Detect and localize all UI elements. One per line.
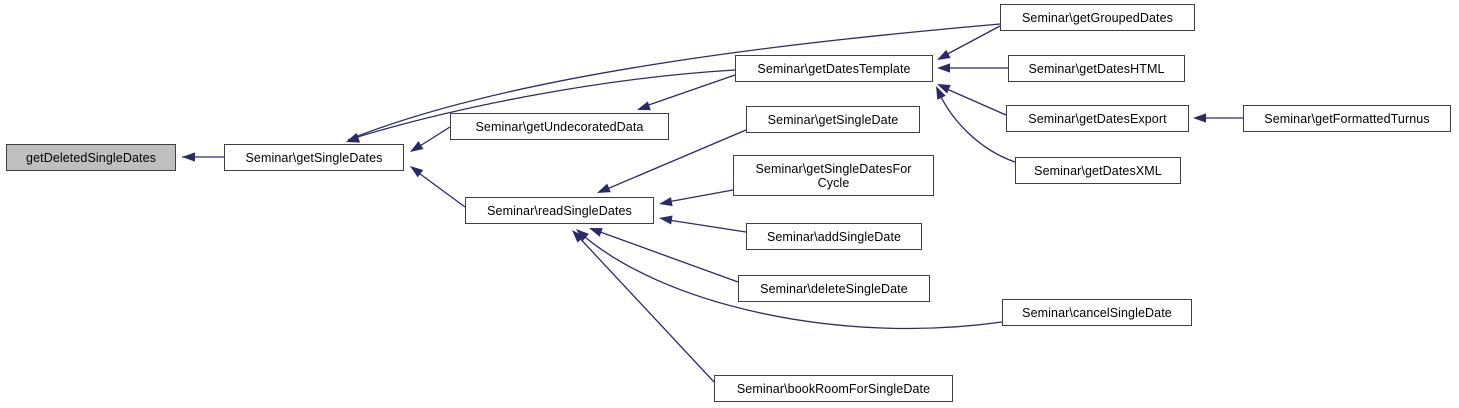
arrowhead-getFormattedTurnus-to-getDatesExport — [1193, 113, 1206, 123]
node-getUndecoratedData[interactable]: Seminar\getUndecoratedData — [450, 113, 669, 140]
node-label-readSingleDates: Seminar\readSingleDates — [487, 203, 632, 218]
node-getSingleDates[interactable]: Seminar\getSingleDates — [224, 144, 404, 171]
node-bookRoomForSingleDate[interactable]: Seminar\bookRoomForSingleDate — [714, 375, 953, 402]
node-label-getGroupedDates: Seminar\getGroupedDates — [1022, 10, 1173, 25]
node-label-getSingleDatesForCycle: Seminar\getSingleDatesFor Cycle — [755, 161, 912, 190]
arrowhead-getGroupedDates-to-getSingleDates — [346, 132, 360, 142]
node-cancelSingleDate[interactable]: Seminar\cancelSingleDate — [1002, 299, 1192, 326]
node-label-getSingleDates: Seminar\getSingleDates — [245, 150, 383, 165]
arrowhead-getDatesTemplate-to-getUndecoratedData — [637, 101, 651, 111]
node-deleteSingleDate[interactable]: Seminar\deleteSingleDate — [738, 275, 930, 302]
node-label-cancelSingleDate: Seminar\cancelSingleDate — [1022, 305, 1172, 320]
node-getDatesTemplate[interactable]: Seminar\getDatesTemplate — [735, 55, 933, 82]
edge-getUndecoratedData-to-getSingleDates — [411, 126, 451, 152]
node-label-getFormattedTurnus: Seminar\getFormattedTurnus — [1264, 111, 1430, 126]
arrowhead-addSingleDate-to-readSingleDates — [659, 215, 673, 225]
node-label-getSingleDate: Seminar\getSingleDate — [767, 112, 899, 127]
node-getDatesHTML[interactable]: Seminar\getDatesHTML — [1008, 55, 1185, 82]
edge-getDatesTemplate-to-getUndecoratedData — [639, 74, 736, 109]
node-getDatesXML[interactable]: Seminar\getDatesXML — [1015, 157, 1181, 184]
node-label-getDatesExport: Seminar\getDatesExport — [1028, 111, 1167, 126]
arrowhead-getDatesXML-to-getDatesTemplate — [936, 86, 946, 100]
node-getDatesExport[interactable]: Seminar\getDatesExport — [1006, 105, 1189, 132]
node-getDeletedSingleDates[interactable]: getDeletedSingleDates — [6, 144, 176, 171]
edge-deleteSingleDate-to-readSingleDates — [591, 228, 739, 283]
node-addSingleDate[interactable]: Seminar\addSingleDate — [746, 223, 922, 250]
arrowhead-getUndecoratedData-to-getSingleDates — [410, 141, 424, 152]
node-label-getDatesTemplate: Seminar\getDatesTemplate — [757, 61, 911, 76]
node-getSingleDate[interactable]: Seminar\getSingleDate — [746, 106, 920, 133]
arrowhead-getDatesExport-to-getDatesTemplate — [937, 84, 951, 94]
edge-addSingleDate-to-readSingleDates — [661, 218, 747, 233]
arrowhead-deleteSingleDate-to-readSingleDates — [589, 228, 603, 237]
node-label-getDatesXML: Seminar\getDatesXML — [1034, 163, 1162, 178]
arrowhead-getGroupedDates-to-getDatesTemplate — [937, 49, 951, 60]
arrowhead-getSingleDate-to-readSingleDates — [597, 183, 611, 193]
node-getGroupedDates[interactable]: Seminar\getGroupedDates — [1000, 4, 1195, 31]
node-readSingleDates[interactable]: Seminar\readSingleDates — [465, 197, 654, 224]
arrowhead-readSingleDates-to-getSingleDates — [410, 166, 424, 178]
node-label-bookRoomForSingleDate: Seminar\bookRoomForSingleDate — [736, 381, 931, 396]
arrowhead-getDatesTemplate-to-getSingleDates — [346, 133, 360, 143]
edge-getSingleDatesForCycle-to-readSingleDates — [661, 189, 734, 204]
node-getSingleDatesForCycle[interactable]: Seminar\getSingleDatesFor Cycle — [733, 155, 934, 196]
edge-getDatesXML-to-getDatesTemplate — [936, 87, 1016, 163]
edge-getDatesExport-to-getDatesTemplate — [939, 85, 1007, 116]
arrowhead-getSingleDatesForCycle-to-readSingleDates — [659, 197, 673, 207]
node-label-getDatesHTML: Seminar\getDatesHTML — [1028, 61, 1165, 76]
node-label-getDeletedSingleDates: getDeletedSingleDates — [26, 150, 156, 165]
node-label-getUndecoratedData: Seminar\getUndecoratedData — [475, 119, 644, 134]
edge-getGroupedDates-to-getDatesTemplate — [939, 25, 1001, 59]
node-label-deleteSingleDate: Seminar\deleteSingleDate — [760, 281, 908, 296]
arrowhead-getSingleDates-to-getDeletedSingleDates — [182, 152, 195, 162]
node-getFormattedTurnus[interactable]: Seminar\getFormattedTurnus — [1243, 105, 1451, 132]
edge-readSingleDates-to-getSingleDates — [411, 167, 466, 208]
arrowhead-bookRoomForSingleDate-to-readSingleDates — [572, 230, 585, 243]
arrowhead-getDatesHTML-to-getDatesTemplate — [937, 63, 950, 73]
node-label-addSingleDate: Seminar\addSingleDate — [766, 229, 902, 244]
edge-bookRoomForSingleDate-to-readSingleDates — [573, 231, 715, 383]
arrowhead-cancelSingleDate-to-readSingleDates — [576, 229, 589, 241]
